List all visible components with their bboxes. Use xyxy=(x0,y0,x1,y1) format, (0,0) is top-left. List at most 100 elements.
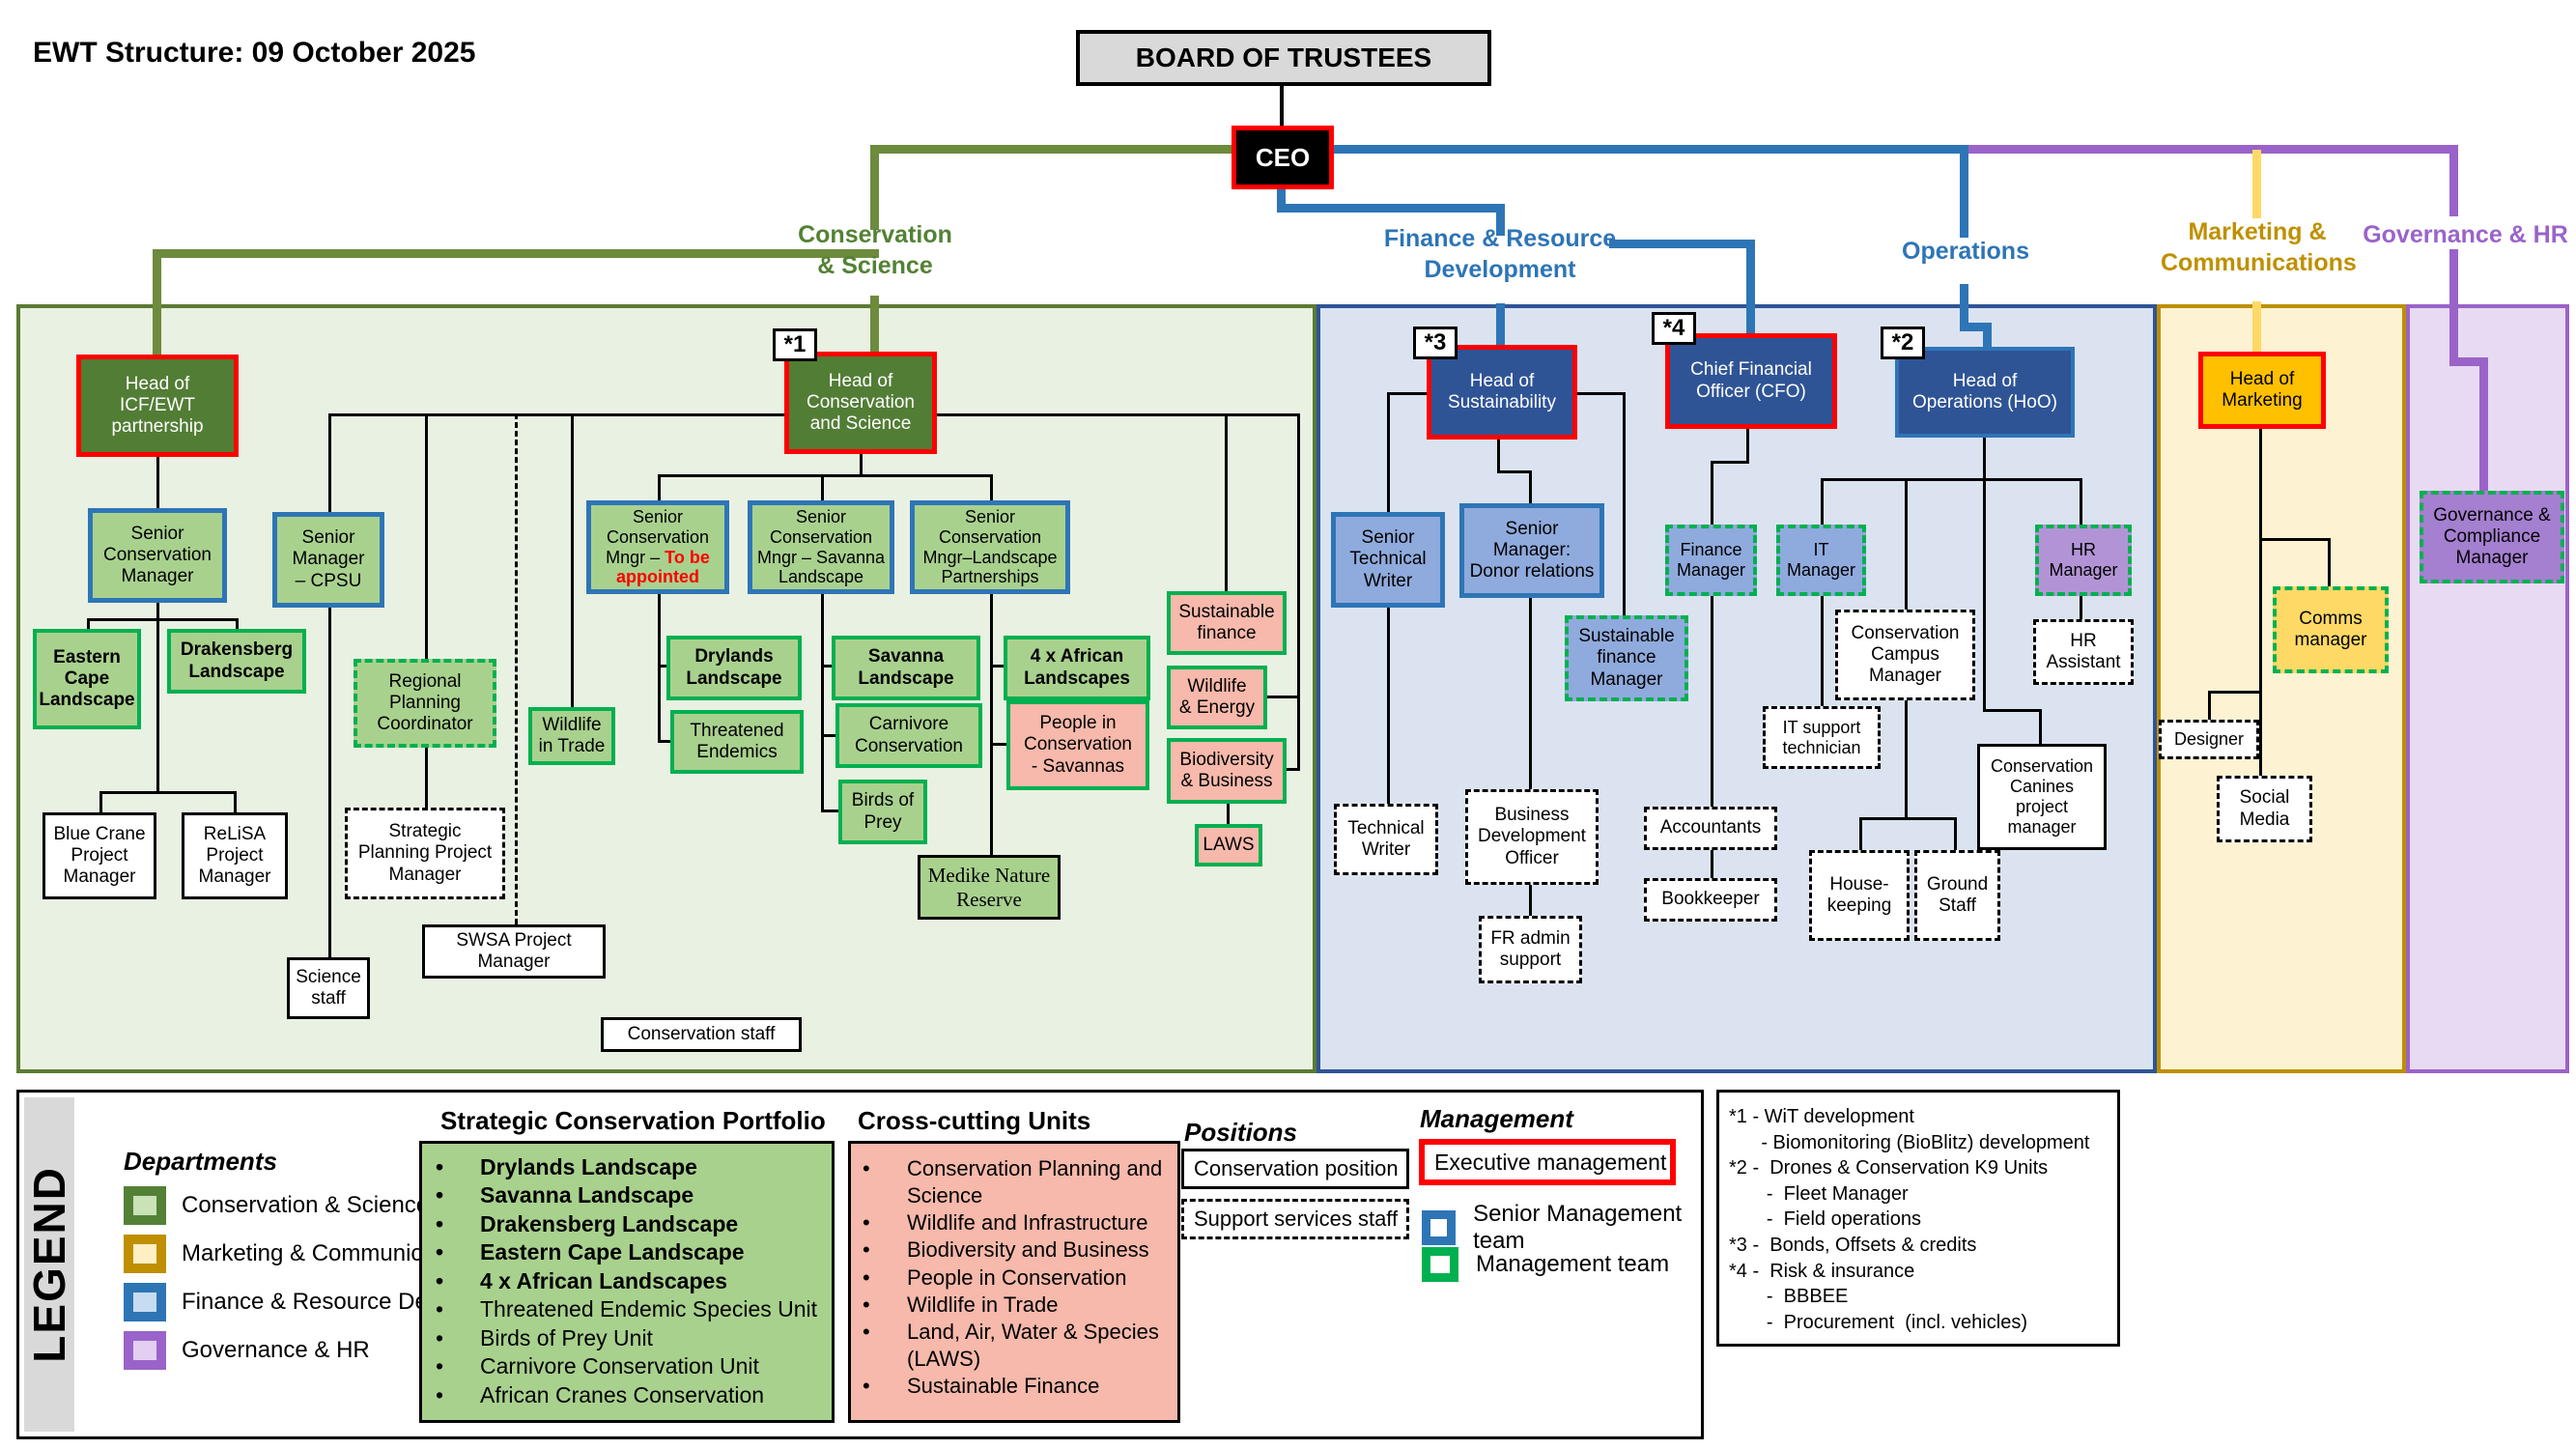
crosscut-item: •Wildlife in Trade xyxy=(863,1292,1172,1319)
dept-color-swatch xyxy=(124,1235,166,1273)
connector-line xyxy=(1577,392,1626,395)
connector-line xyxy=(1905,700,1908,820)
crosscut-item: •People in Conservation xyxy=(863,1264,1172,1292)
legend-crosscut-box: •Conservation Planning and Science•Wildl… xyxy=(848,1141,1180,1423)
mgmt-label: Management team xyxy=(1476,1251,1670,1277)
connector-line xyxy=(1529,470,1532,503)
list-item-label: 4 x African Landscapes xyxy=(480,1267,728,1293)
connector-line xyxy=(1960,323,1992,331)
connector-line xyxy=(1968,145,2458,154)
connector-line xyxy=(2259,429,2262,541)
list-item-label: Threatened Endemic Species Unit xyxy=(480,1296,818,1322)
bullet-icon: • xyxy=(436,1381,444,1407)
portfolio-item: •Eastern Cape Landscape xyxy=(436,1238,824,1266)
list-item-label: Wildlife in Trade xyxy=(907,1292,1059,1317)
bullet-icon: • xyxy=(863,1374,870,1399)
connector-line xyxy=(1746,240,1755,333)
connector-line xyxy=(936,413,1299,416)
connector-line xyxy=(1711,596,1713,807)
bullet-icon: • xyxy=(436,1210,444,1236)
bullet-icon: • xyxy=(436,1182,444,1208)
connector-line xyxy=(1983,709,2041,712)
node-accountants: Accountants xyxy=(1644,807,1777,850)
connector-line xyxy=(2208,691,2262,694)
connector-line xyxy=(156,457,159,508)
portfolio-item: •Savanna Landscape xyxy=(436,1181,824,1209)
bullet-icon: • xyxy=(436,1154,444,1179)
node-biodiversity-business: Biodiversity& Business xyxy=(1167,738,1287,804)
connector-line xyxy=(2259,691,2262,776)
connector-line xyxy=(328,413,331,512)
connector-line xyxy=(515,413,518,924)
portfolio-item: •4 x African Landscapes xyxy=(436,1267,824,1295)
connector-line xyxy=(2449,145,2458,216)
connector-line xyxy=(990,474,993,500)
dept-label: Conservation & Science xyxy=(182,1192,430,1218)
branch-operations: Operations xyxy=(1902,238,2029,265)
legend-mgmt-item: Management team xyxy=(1422,1247,1669,1282)
connector-line xyxy=(2252,150,2261,218)
connector-line xyxy=(990,743,1008,746)
legend-dept-item: Conservation & Science xyxy=(124,1186,535,1225)
connector-line xyxy=(87,618,90,631)
portfolio-item: •Birds of Prey Unit xyxy=(436,1324,824,1352)
footnote-line: *2 - Drones & Conservation K9 Units xyxy=(1729,1157,2049,1179)
dept-color-swatch xyxy=(124,1331,166,1370)
node-conservation-staff: Conservation staff xyxy=(601,1017,802,1052)
connector-line xyxy=(1960,145,1968,238)
mgmt-label: Senior Management team xyxy=(1473,1201,1683,1254)
connector-line xyxy=(990,665,1005,668)
connector-line xyxy=(1277,189,1286,213)
connector-line xyxy=(821,665,834,668)
connector-line xyxy=(1746,429,1749,464)
connector-line xyxy=(425,748,428,808)
bullet-icon: • xyxy=(436,1296,444,1322)
portfolio-item: • Threatened Endemic Species Unit xyxy=(436,1295,824,1323)
connector-line xyxy=(1623,392,1626,615)
connector-line xyxy=(1711,461,1713,525)
ceo-node: CEO xyxy=(1231,126,1334,189)
footnote-badge-4: *4 xyxy=(1652,312,1696,345)
list-item-label: Drakensberg Landscape xyxy=(480,1210,739,1236)
crosscut-item: •Land, Air, Water & Species (LAWS) xyxy=(863,1319,1172,1373)
connector-line xyxy=(2328,538,2331,586)
bullet-icon: • xyxy=(863,1237,870,1263)
connector-line xyxy=(1609,240,1754,248)
footnote-line: *1 - WiT development xyxy=(1729,1106,1914,1127)
footnote-badge-2: *2 xyxy=(1881,327,1925,359)
connector-line xyxy=(2208,691,2211,720)
connector-line xyxy=(658,740,672,743)
list-item-label: Conservation Planning and Science xyxy=(907,1156,1163,1208)
connector-line xyxy=(1297,413,1300,771)
connector-line xyxy=(1859,817,1862,850)
footnote-line: *4 - Risk & insurance xyxy=(1729,1260,1915,1282)
crosscut-item: •Wildlife and Infrastructure xyxy=(863,1209,1172,1236)
bullet-icon: • xyxy=(436,1239,444,1265)
connector-line xyxy=(1496,303,1505,345)
legend-crosscut-title: Cross-cutting Units xyxy=(858,1106,1091,1135)
connector-line xyxy=(821,734,837,737)
crosscut-item: •Sustainable Finance xyxy=(863,1373,1172,1400)
branch-governance-hr: Governance & HR xyxy=(2363,221,2568,248)
bullet-icon: • xyxy=(436,1353,444,1379)
bullet-icon: • xyxy=(863,1264,870,1290)
connector-line xyxy=(1960,284,1968,328)
connector-line xyxy=(1821,478,1824,525)
page-title: EWT Structure: 09 October 2025 xyxy=(33,37,476,69)
